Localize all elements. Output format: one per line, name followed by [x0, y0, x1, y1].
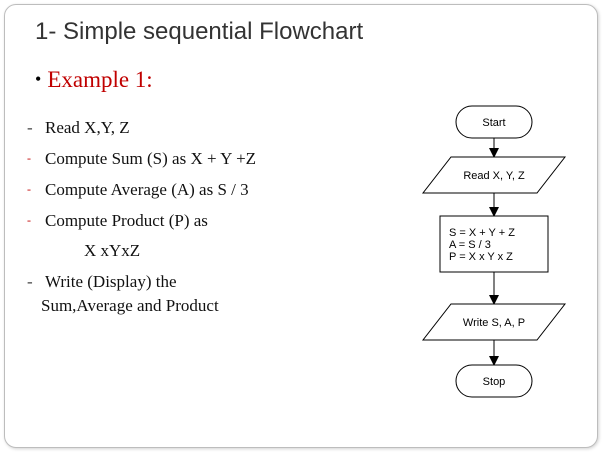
step-marker: - [27, 151, 31, 165]
flowchart-node-label: Write S, A, P [463, 317, 525, 329]
flowchart-node-label: A = S / 3 [449, 239, 491, 251]
step-read: -Read X,Y, Z [27, 118, 130, 138]
step-marker: - [27, 118, 33, 137]
flowchart-shape-terminal [455, 105, 533, 139]
example-heading-text: Example 1: [47, 67, 153, 92]
step-marker: - [27, 272, 33, 291]
flowchart-node-label: P = X x Y x Z [449, 251, 513, 263]
step-product: -Compute Product (P) as [27, 211, 208, 231]
flowchart-shape-io [421, 303, 567, 341]
slide-title: 1- Simple sequential Flowchart [35, 18, 364, 45]
step-text: Read X,Y, Z [45, 118, 130, 137]
step-text: Compute Average (A) as S / 3 [45, 180, 249, 199]
flowchart-node-stop: Stop [455, 364, 533, 398]
step-text: Compute Product (P) as [45, 211, 208, 230]
step-write: -Write (Display) the [27, 272, 177, 292]
example-heading: •Example 1: [35, 67, 153, 93]
step-marker: - [27, 182, 31, 196]
bullet-icon: • [35, 69, 42, 89]
flowchart-node-label: Start [482, 117, 505, 129]
flowchart-shape-process [439, 215, 549, 273]
flowchart-shape-io [421, 156, 567, 194]
step-text: Compute Sum (S) as X + Y +Z [45, 149, 257, 168]
flowchart-node-compute: S = X + Y + ZA = S / 3P = X x Y x Z [439, 215, 549, 273]
flowchart-shape-terminal [455, 364, 533, 398]
step-write-continuation: Sum,Average and Product [41, 296, 219, 315]
flowchart-node-write: Write S, A, P [421, 303, 567, 341]
step-product-formula: X xYxZ [84, 241, 141, 260]
flowchart-node-label: Read X, Y, Z [463, 170, 525, 182]
step-sum: -Compute Sum (S) as X + Y +Z [27, 149, 256, 169]
flowchart-node-label: Stop [483, 376, 506, 388]
step-marker: - [27, 213, 31, 227]
flowchart-node-label: S = X + Y + Z [449, 227, 515, 239]
step-average: -Compute Average (A) as S / 3 [27, 180, 249, 200]
step-text: Write (Display) the [45, 272, 177, 291]
flowchart-node-start: Start [455, 105, 533, 139]
flowchart-node-read: Read X, Y, Z [421, 156, 567, 194]
